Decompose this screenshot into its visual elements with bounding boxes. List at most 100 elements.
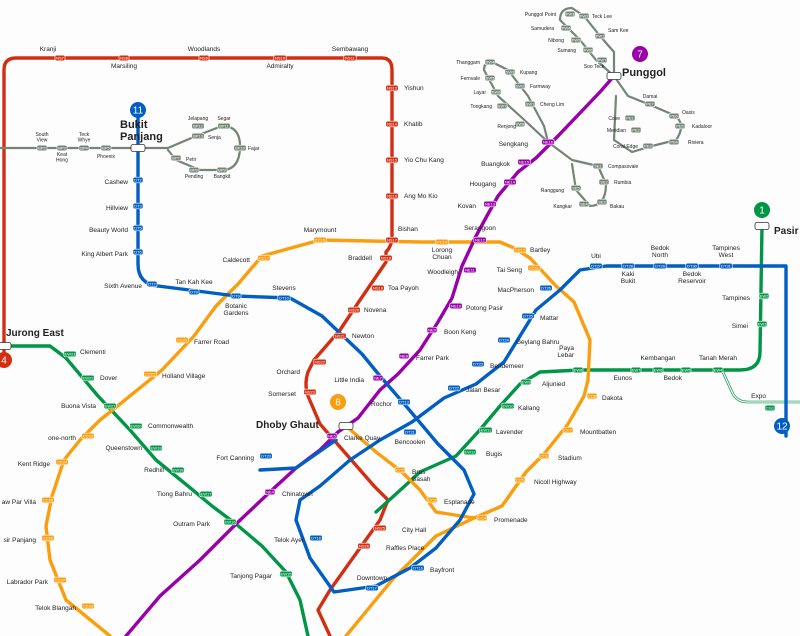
station-marker-stevens[interactable]	[277, 294, 291, 302]
station-marker-promenade[interactable]	[476, 514, 488, 522]
station-marker-bartley[interactable]	[513, 246, 527, 254]
station-label-farrer-road[interactable]: Farrer Road	[194, 339, 229, 346]
station-label-phoenix[interactable]: Phoenix	[97, 154, 116, 160]
station-marker-beauty-world[interactable]	[132, 224, 144, 232]
station-label-damai[interactable]: Damai	[643, 94, 657, 100]
station-label-compassvale[interactable]: Compassvale	[608, 164, 639, 170]
station-marker-kupang[interactable]	[504, 68, 516, 76]
interchange-marker-3[interactable]	[338, 422, 354, 430]
station-marker-raffles-place[interactable]	[357, 542, 371, 550]
interchange-marker-4[interactable]	[754, 222, 770, 230]
station-label-tanah-merah[interactable]: Tanah Merah	[699, 355, 737, 362]
station-marker-bedok[interactable]	[680, 366, 692, 374]
station-marker-kaki-bukit[interactable]	[621, 262, 635, 270]
station-label-sam-kee[interactable]: Sam Kee	[608, 28, 629, 34]
station-marker-bencoolen[interactable]	[403, 428, 417, 436]
station-marker-tanjong-pagar[interactable]	[279, 570, 293, 578]
station-marker-ubi[interactable]	[589, 262, 603, 270]
station-marker-city-hall[interactable]	[373, 524, 387, 532]
station-label-woodleigh[interactable]: Woodleigh	[427, 269, 458, 276]
station-marker-serangoon[interactable]	[473, 236, 487, 244]
pasir-ris-label[interactable]: Pasir R	[774, 226, 800, 237]
station-marker-bangkit[interactable]	[216, 166, 228, 174]
station-label-newton[interactable]: Newton	[352, 333, 374, 340]
station-label-segar[interactable]: Segar	[217, 116, 231, 122]
station-marker-bishan[interactable]	[385, 236, 399, 244]
station-label-bakau[interactable]: Bakau	[610, 204, 624, 210]
interchange-marker-1[interactable]	[606, 72, 622, 80]
station-marker-marymount[interactable]	[313, 236, 327, 244]
station-marker-senja[interactable]	[191, 132, 205, 140]
station-label-simei[interactable]: Simei	[732, 323, 748, 330]
station-marker-ranggung[interactable]	[570, 184, 582, 192]
station-label-sir-panjang[interactable]: sir Panjang	[3, 537, 36, 544]
station-label-punggol-point[interactable]: Punggol Point	[525, 12, 557, 18]
station-label-bangkit[interactable]: Bangkit	[214, 174, 231, 180]
station-marker-kovan[interactable]	[483, 200, 497, 208]
station-marker-jelapang[interactable]	[191, 122, 205, 130]
station-label-queenstown[interactable]: Queenstown	[106, 445, 143, 452]
station-marker-sam-kee[interactable]	[594, 32, 606, 40]
station-marker-esplanade[interactable]	[426, 496, 438, 504]
station-marker-tiong-bahru[interactable]	[199, 490, 213, 498]
station-label-one-north[interactable]: one-north	[48, 435, 76, 442]
station-marker-bedok-north[interactable]	[653, 262, 667, 270]
station-label-tai-seng[interactable]: Tai Seng	[497, 267, 523, 274]
station-label-pending[interactable]: Pending	[185, 174, 204, 180]
station-label-tanjong-pagar[interactable]: Tanjong Pagar	[230, 573, 273, 580]
station-label-redhill[interactable]: Redhill	[144, 467, 164, 474]
station-marker-ang-mo-kio[interactable]	[385, 192, 399, 200]
station-label-caldecott[interactable]: Caldecott	[223, 257, 251, 264]
station-marker-bakau[interactable]	[596, 198, 608, 206]
station-label-jelapang[interactable]: Jelapang	[188, 116, 209, 122]
station-label-hougang[interactable]: Hougang	[470, 181, 497, 188]
station-label-orchard[interactable]: Orchard	[277, 369, 301, 376]
station-marker-nibong[interactable]	[570, 36, 582, 44]
station-marker-braddell[interactable]	[379, 254, 393, 262]
station-label-downtown[interactable]: Downtown	[357, 575, 388, 582]
station-label-commonwealth[interactable]: Commonwealth	[148, 423, 194, 430]
station-label-telok-ayer[interactable]: Telok Ayer	[274, 537, 305, 544]
station-label-hillview[interactable]: Hillview	[106, 205, 128, 212]
station-label-lavender[interactable]: Lavender	[496, 429, 524, 436]
station-marker-cheng-lim[interactable]	[524, 100, 536, 108]
station-marker-queenstown[interactable]	[149, 444, 163, 452]
station-marker-macpherson[interactable]	[539, 284, 553, 292]
station-label-nicoll-highway[interactable]: Nicoll Highway	[534, 479, 577, 486]
station-marker-bendemeer[interactable]	[471, 360, 485, 368]
punggol-label[interactable]: Punggol	[622, 67, 666, 79]
station-marker-kadaloor[interactable]	[674, 122, 686, 130]
station-label-renjong[interactable]: Renjong	[497, 124, 516, 130]
station-marker-kembangan[interactable]	[652, 366, 664, 374]
station-marker-lorong-chuan[interactable]	[435, 238, 449, 246]
station-marker-sumang[interactable]	[582, 46, 594, 54]
station-marker-teck-whye[interactable]	[78, 144, 90, 152]
station-label-sixth-avenue[interactable]: Sixth Avenue	[104, 283, 142, 290]
station-marker-renjong[interactable]	[514, 120, 526, 128]
station-marker-mountbatten[interactable]	[562, 426, 574, 434]
station-label-tongkang[interactable]: Tongkang	[470, 104, 492, 110]
station-label-jalan-besar[interactable]: Jalan Besar	[466, 387, 501, 394]
station-label-cove[interactable]: Cove	[608, 116, 620, 122]
station-marker-simei[interactable]	[756, 320, 768, 328]
dhoby-ghaut-label[interactable]: Dhoby Ghaut	[256, 420, 319, 431]
station-label-bayfront[interactable]: Bayfront	[430, 567, 454, 574]
station-label-ang-mo-kio[interactable]: Ang Mo Kio	[404, 193, 438, 200]
station-marker-yio-chu-kang[interactable]	[385, 156, 399, 164]
interchange-marker-2[interactable]	[0, 342, 12, 350]
station-marker-clarke-quay[interactable]	[326, 432, 338, 440]
station-marker-commonwealth[interactable]	[129, 422, 143, 430]
station-label-admiralty[interactable]: Admiralty	[266, 63, 294, 70]
station-marker-teck-lee[interactable]	[578, 12, 590, 20]
station-marker-thanggam[interactable]	[484, 58, 496, 66]
station-label-mattar[interactable]: Mattar	[540, 315, 559, 322]
station-label-beauty-world[interactable]: Beauty World	[89, 227, 128, 234]
station-marker-bedok-reservoir[interactable]	[685, 262, 699, 270]
station-label-kranji[interactable]: Kranji	[40, 46, 57, 53]
station-label-expo[interactable]: Expo	[751, 393, 766, 400]
station-label-ubi[interactable]: Ubi	[591, 253, 601, 260]
station-label-senja[interactable]: Senja	[208, 135, 221, 141]
